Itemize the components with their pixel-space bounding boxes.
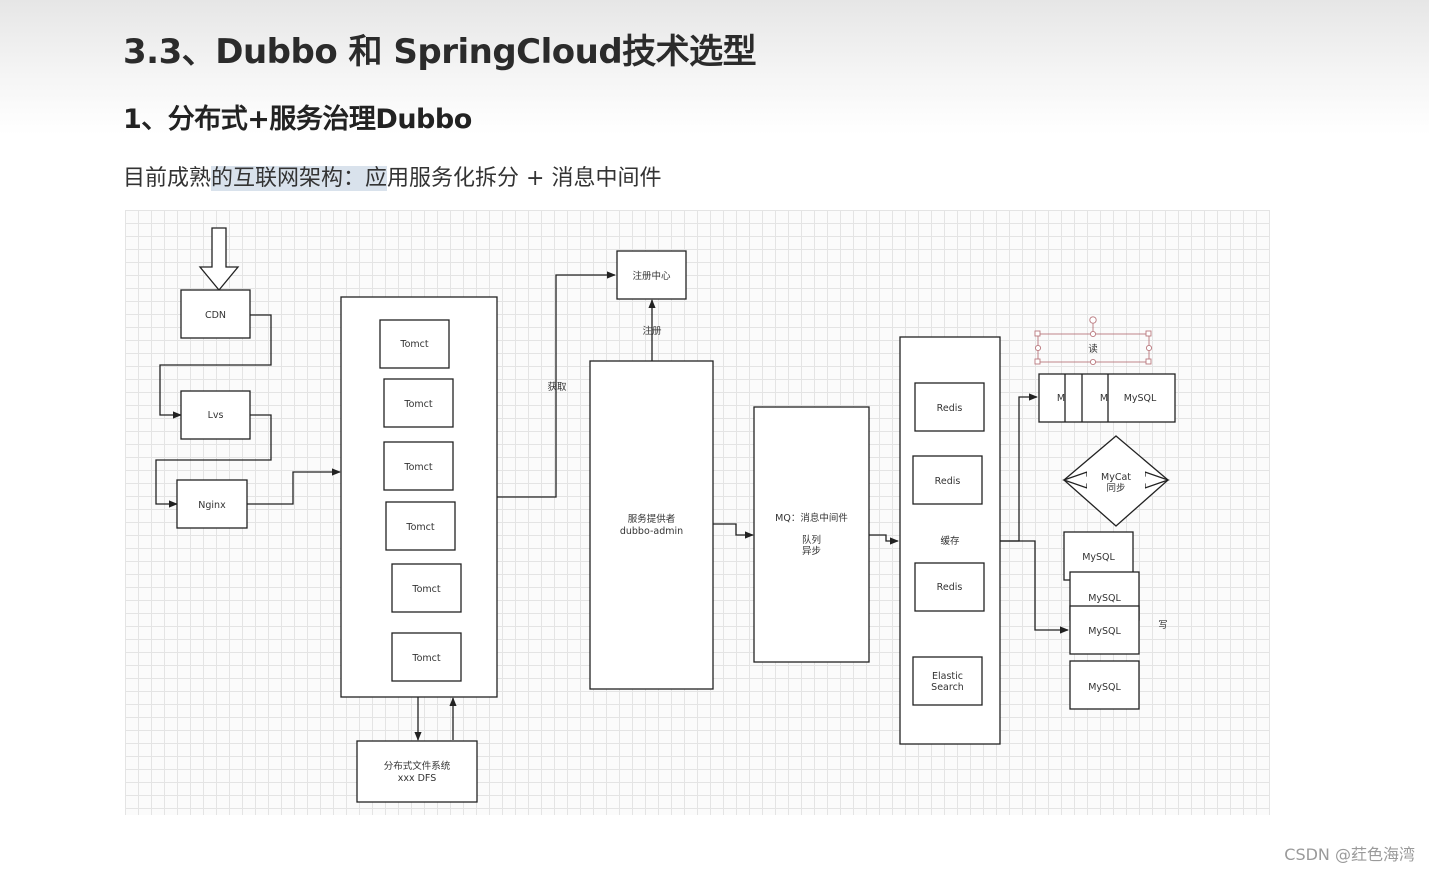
lvs-label: Lvs xyxy=(208,410,224,421)
mq-label-line1: MQ：消息中间件 xyxy=(775,512,848,524)
dfs-label-line2: xxx DFS xyxy=(398,773,437,784)
read-db-m-label: M xyxy=(1057,393,1065,404)
read-db-group xyxy=(1038,373,1176,423)
lead-text-selection: 的互联网架构：应 xyxy=(211,166,388,191)
lvs-box xyxy=(180,390,251,440)
tomcat-label: Tomct xyxy=(405,522,434,533)
nginx-box xyxy=(176,479,248,529)
registry-label: 注册中心 xyxy=(632,270,671,282)
tomcat-box xyxy=(383,378,454,428)
mycat-label-bg xyxy=(1087,470,1145,494)
read-db-mysql-label: MySQL xyxy=(1124,393,1157,404)
tomcat-label: Tomct xyxy=(403,399,432,410)
architecture-diagram: CDN Lvs Nginx Tomct Tomct Tomct Tomct To… xyxy=(125,210,1270,815)
write-connector xyxy=(1000,540,1069,634)
tomcat-label: Tomct xyxy=(411,584,440,595)
nginx-label: Nginx xyxy=(198,500,226,511)
lead-paragraph: 目前成熟的互联网架构：应用服务化拆分 + 消息中间件 xyxy=(123,160,661,192)
write-db-label: MySQL xyxy=(1088,682,1121,693)
lead-text-start: 目前成熟 xyxy=(123,166,212,191)
tomcat-label: Tomct xyxy=(403,462,432,473)
provider-label-line1: 服务提供者 xyxy=(628,513,676,525)
elasticsearch-box xyxy=(912,656,983,706)
cdn-label: CDN xyxy=(205,310,226,321)
mq-box xyxy=(753,406,870,663)
csdn-watermark: CSDN @荭色海湾 xyxy=(1284,845,1415,864)
write-label: 写 xyxy=(1158,620,1168,631)
section-heading: 1、分布式+服务治理Dubbo xyxy=(123,104,472,135)
dfs-label-line1: 分布式文件系统 xyxy=(384,760,451,772)
write-db-box xyxy=(1069,660,1140,710)
write-db-box xyxy=(1069,605,1140,655)
write-db-label: MySQL xyxy=(1088,626,1121,637)
architecture-svg: CDN Lvs Nginx Tomct Tomct Tomct Tomct To… xyxy=(155,227,1176,803)
mq-label-line2: 队列 xyxy=(802,534,821,546)
redis-label: Redis xyxy=(937,582,963,593)
tomcat-label: Tomct xyxy=(411,653,440,664)
fetch-connector xyxy=(497,271,616,498)
selection-handles[interactable] xyxy=(1034,316,1153,366)
redis-box xyxy=(914,382,985,432)
entry-arrow xyxy=(198,227,240,292)
tomcat-box xyxy=(385,501,456,551)
cdn-box xyxy=(180,289,251,339)
elasticsearch-label-line1: Elastic xyxy=(932,671,963,682)
provider-box xyxy=(589,360,714,690)
mq-to-cache-connector xyxy=(869,534,899,545)
provider-to-mq-connector xyxy=(713,523,754,539)
lead-text-end: 用服务化拆分 + 消息中间件 xyxy=(387,166,662,191)
register-label: 注册 xyxy=(642,325,662,337)
dfs-box xyxy=(356,740,478,803)
mycat-label-line1: MyCat xyxy=(1101,472,1131,483)
tomcat-box xyxy=(383,441,454,491)
read-label: 读 xyxy=(1088,343,1098,355)
redis-label: Redis xyxy=(935,476,961,487)
redis-label: Redis xyxy=(937,403,963,414)
registry-box xyxy=(616,250,687,300)
mq-label-line3: 异步 xyxy=(802,546,821,557)
tomcat-label: Tomct xyxy=(399,339,428,350)
page-title: 3.3、Dubbo 和 SpringCloud技术选型 xyxy=(123,32,757,72)
elasticsearch-label-line2: Search xyxy=(931,682,964,693)
read-db-m-label: M xyxy=(1100,393,1108,404)
provider-label-line2: dubbo-admin xyxy=(620,526,683,537)
tomcat-box xyxy=(391,632,462,682)
fetch-label: 获取 xyxy=(547,382,567,393)
redis-box xyxy=(912,455,983,505)
write-db-label: MySQL xyxy=(1082,552,1115,563)
redis-box xyxy=(914,562,985,612)
tomcat-box xyxy=(379,319,450,369)
mycat-label-line2: 同步 xyxy=(1106,483,1125,494)
write-db-label: MySQL xyxy=(1088,593,1121,604)
cache-label: 缓存 xyxy=(940,535,960,547)
cdn-to-lvs-connector xyxy=(159,314,272,419)
lvs-to-nginx-connector xyxy=(155,414,272,508)
tomcat-box xyxy=(391,563,462,613)
nginx-to-cluster-connector xyxy=(247,468,341,505)
read-connector xyxy=(1000,393,1038,542)
